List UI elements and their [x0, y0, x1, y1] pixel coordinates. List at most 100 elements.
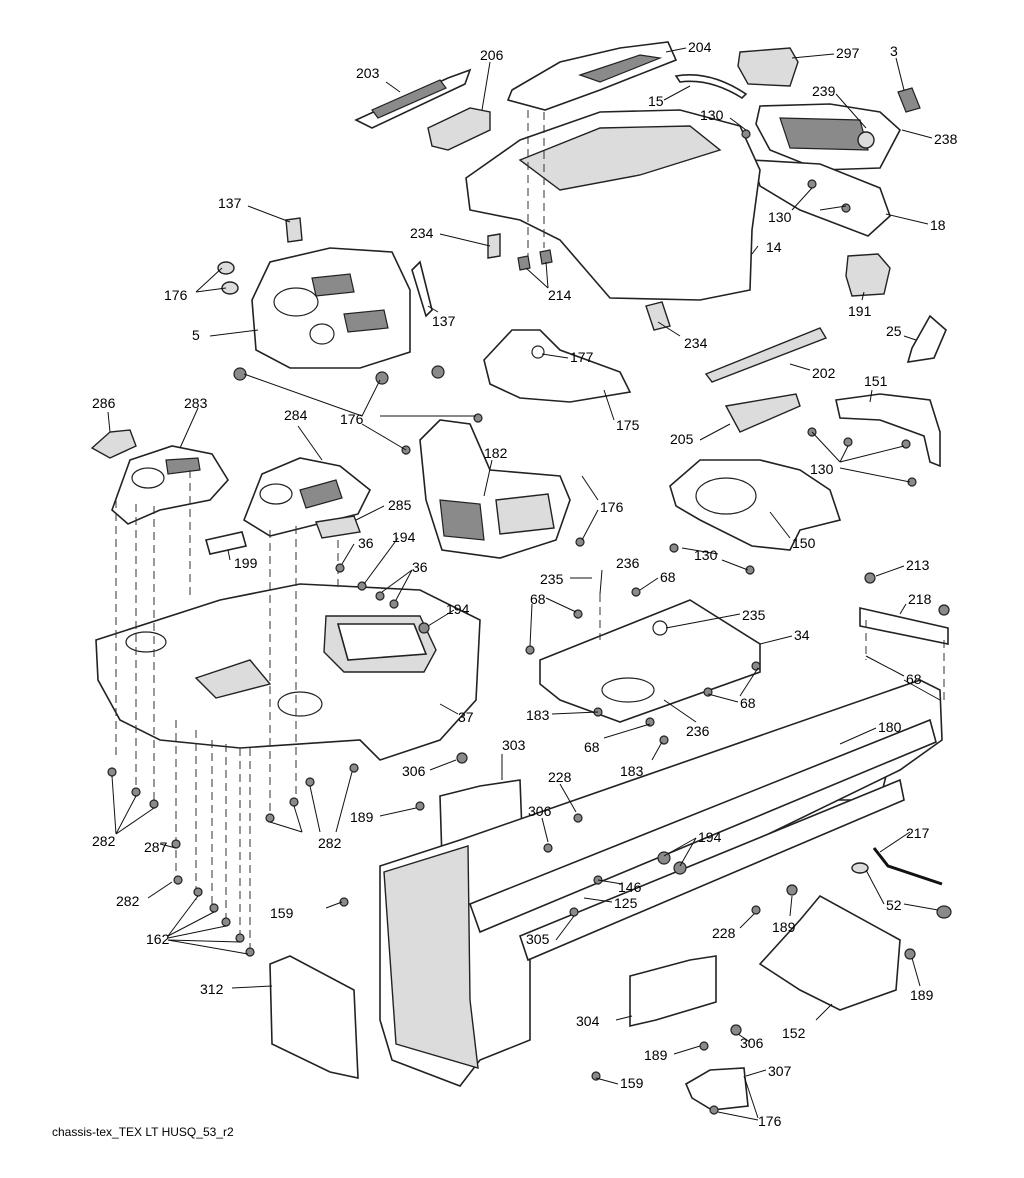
- callout-15: 15: [648, 93, 664, 109]
- callout-146: 146: [618, 879, 642, 895]
- callout-202: 202: [812, 365, 836, 381]
- callout-152: 152: [782, 1025, 806, 1041]
- part-204: [506, 41, 678, 111]
- part-3: [897, 87, 921, 113]
- part-37: [95, 583, 481, 761]
- part-15: [674, 74, 748, 100]
- callout-287: 287: [144, 839, 168, 855]
- callout-206: 206: [480, 47, 504, 63]
- callout-307: 307: [768, 1063, 792, 1079]
- callout-239: 239: [812, 83, 836, 99]
- part-206: [427, 107, 491, 151]
- callout-306c: 306: [740, 1035, 764, 1051]
- callout-189c: 189: [910, 987, 934, 1003]
- part-202: [704, 327, 828, 383]
- callout-162: 162: [146, 931, 170, 947]
- callout-37: 37: [458, 709, 474, 725]
- callout-130d: 130: [694, 547, 718, 563]
- callout-189a: 189: [350, 809, 374, 825]
- part-214: [517, 249, 553, 271]
- part-234-lower: [645, 301, 671, 331]
- part-152: [758, 894, 901, 1011]
- callout-34: 34: [794, 627, 810, 643]
- callout-68e: 68: [584, 739, 600, 755]
- callout-234b: 234: [684, 335, 708, 351]
- callout-68a: 68: [660, 569, 676, 585]
- part-191: [845, 253, 891, 297]
- callout-labels: 203 206 204 297 3 15 239 130 238 130 18 …: [92, 39, 958, 1129]
- callout-236a: 236: [616, 555, 640, 571]
- callout-285: 285: [388, 497, 412, 513]
- part-137: [285, 217, 433, 318]
- callout-36b: 36: [412, 559, 428, 575]
- callout-183a: 183: [526, 707, 550, 723]
- part-285: [315, 515, 361, 539]
- callout-177: 177: [570, 349, 594, 365]
- callout-284: 284: [284, 407, 308, 423]
- callout-204: 204: [688, 39, 712, 55]
- callout-312: 312: [200, 981, 224, 997]
- part-14: [465, 109, 761, 301]
- callout-68c: 68: [906, 671, 922, 687]
- callout-14: 14: [766, 239, 782, 255]
- callout-176b: 176: [340, 411, 364, 427]
- part-284: [243, 457, 372, 537]
- callout-137a: 137: [218, 195, 242, 211]
- callout-180: 180: [878, 719, 902, 735]
- callout-235a: 235: [540, 571, 564, 587]
- part-182: [419, 419, 571, 559]
- part-297: [737, 47, 799, 87]
- callout-283: 283: [184, 395, 208, 411]
- part-238: [755, 103, 901, 171]
- callout-303: 303: [502, 737, 526, 753]
- part-150: [669, 459, 842, 551]
- callout-137b: 137: [432, 313, 456, 329]
- callout-217: 217: [906, 825, 930, 841]
- callout-194b: 194: [446, 601, 470, 617]
- callout-214: 214: [548, 287, 572, 303]
- part-176-dash: [217, 261, 445, 385]
- callout-159a: 159: [270, 905, 294, 921]
- callout-3: 3: [890, 43, 898, 59]
- callout-304: 304: [576, 1013, 600, 1029]
- callout-194a: 194: [392, 529, 416, 545]
- part-199: [204, 531, 248, 555]
- callout-52: 52: [886, 897, 902, 913]
- callout-282c: 282: [116, 893, 140, 909]
- part-283: [111, 445, 229, 525]
- callout-176a: 176: [164, 287, 188, 303]
- part-175: [483, 329, 632, 403]
- part-304: [629, 955, 717, 1028]
- part-286: [90, 429, 137, 459]
- callout-194c: 194: [698, 829, 722, 845]
- alignment-lines: [115, 110, 945, 950]
- part-234-upper: [487, 233, 501, 259]
- callout-234a: 234: [410, 225, 434, 241]
- callout-191: 191: [848, 303, 872, 319]
- callout-130a: 130: [700, 107, 724, 123]
- callout-203: 203: [356, 65, 380, 81]
- part-18: [750, 159, 891, 237]
- callout-189b: 189: [772, 919, 796, 935]
- callout-130c: 130: [810, 461, 834, 477]
- callout-5: 5: [192, 327, 200, 343]
- callout-236b: 236: [686, 723, 710, 739]
- callout-68b: 68: [530, 591, 546, 607]
- callout-228b: 228: [712, 925, 736, 941]
- callout-36a: 36: [358, 535, 374, 551]
- callout-25: 25: [886, 323, 902, 339]
- callout-68d: 68: [740, 695, 756, 711]
- callout-151: 151: [864, 373, 888, 389]
- part-203: [354, 68, 472, 129]
- callout-213: 213: [906, 557, 930, 573]
- part-217: [851, 847, 952, 919]
- callout-176d: 176: [758, 1113, 782, 1129]
- fasteners: [107, 129, 950, 1115]
- part-25: [906, 314, 947, 363]
- callout-238: 238: [934, 131, 958, 147]
- callout-205: 205: [670, 431, 694, 447]
- part-205: [724, 393, 801, 433]
- leader-lines: [107, 47, 941, 1121]
- part-5: [251, 247, 411, 369]
